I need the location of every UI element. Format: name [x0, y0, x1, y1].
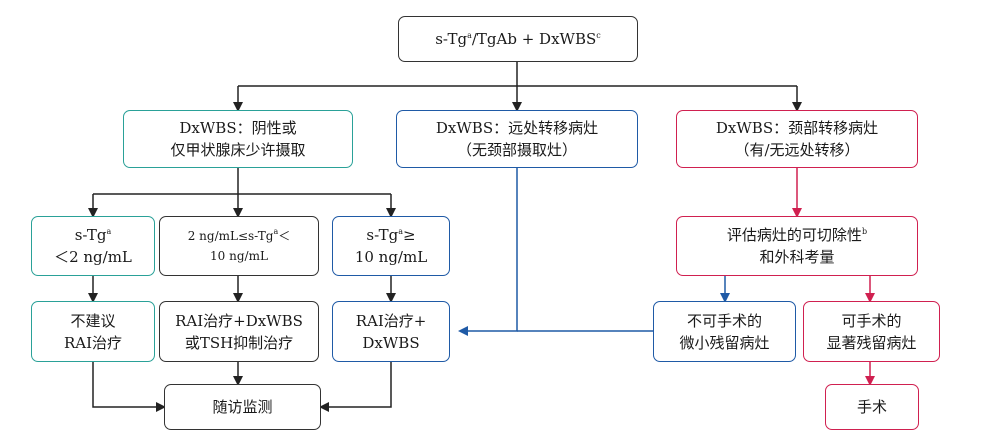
connector-distant — [458, 168, 730, 336]
node-surgery: 手术 — [825, 384, 919, 430]
node-rai-line2: DxWBS — [362, 333, 420, 352]
node-negative-line2: 仅甲状腺床少许摄取 — [170, 141, 306, 159]
node-tg-mid-line1: 2 ng/mL≤s-Tga＜ — [187, 227, 291, 244]
node-tg-mid-line2: 10 ng/mL — [210, 249, 268, 263]
node-tg-high-line2: 10 ng/mL — [354, 248, 428, 266]
node-resectable: 可手术的 显著残留病灶 — [803, 301, 940, 362]
node-assess: 评估病灶的可切除性b 和外科考量 — [676, 216, 918, 276]
node-resectable-line2: 显著残留病灶 — [826, 333, 917, 352]
node-tg-mid: 2 ng/mL≤s-Tga＜ 10 ng/mL — [159, 216, 319, 276]
node-surgery-label: 手术 — [856, 398, 887, 416]
connector-followup — [92, 362, 392, 412]
connector-top-split — [233, 62, 802, 112]
node-assess-line2: 和外科考量 — [759, 248, 835, 266]
node-rai-line1: RAI治疗+ — [355, 311, 427, 330]
node-distant-line1: DxWBS：远处转移病灶 — [435, 119, 599, 137]
node-tg-low-line2: ＜2 ng/mL — [54, 248, 132, 266]
node-resectable-line1: 可手术的 — [841, 311, 902, 330]
node-rai-or-tsh-line2: 或TSH抑制治疗 — [184, 333, 294, 352]
node-assess-line1: 评估病灶的可切除性b — [726, 226, 868, 244]
node-neck: DxWBS：颈部转移病灶 （有/无远处转移） — [676, 110, 918, 168]
node-followup-label: 随访监测 — [212, 398, 273, 416]
node-no-rai-line1: 不建议 — [70, 311, 116, 330]
node-followup: 随访监测 — [164, 384, 321, 430]
node-negative-line1: DxWBS：阴性或 — [179, 119, 297, 137]
node-unresectable-line2: 微小残留病灶 — [679, 333, 770, 352]
node-unresectable: 不可手术的 微小残留病灶 — [653, 301, 796, 362]
node-no-rai-line2: RAI治疗 — [63, 333, 123, 352]
node-rai: RAI治疗+ DxWBS — [332, 301, 450, 362]
node-tg-high: s-Tga≥ 10 ng/mL — [332, 216, 450, 276]
node-rai-or-tsh-line1: RAI治疗+DxWBS — [175, 311, 303, 330]
connector-level4 — [88, 276, 396, 303]
node-tg-low-line1: s-Tga — [74, 226, 112, 244]
node-no-rai: 不建议 RAI治疗 — [31, 301, 155, 362]
connector-neck — [792, 168, 875, 386]
node-top: s-Tga/TgAb + DxWBSc — [398, 16, 638, 62]
node-tg-low: s-Tga ＜2 ng/mL — [31, 216, 155, 276]
node-negative: DxWBS：阴性或 仅甲状腺床少许摄取 — [123, 110, 353, 168]
node-neck-line2: （有/无远处转移） — [734, 141, 860, 159]
node-distant-line2: （无颈部摄取灶） — [456, 141, 577, 159]
node-rai-or-tsh: RAI治疗+DxWBS 或TSH抑制治疗 — [159, 301, 319, 362]
node-top-text: s-Tga/TgAb + DxWBSc — [435, 30, 601, 48]
node-unresectable-line1: 不可手术的 — [686, 311, 762, 330]
node-neck-line1: DxWBS：颈部转移病灶 — [715, 119, 879, 137]
connector-negative-split — [88, 168, 396, 218]
node-distant: DxWBS：远处转移病灶 （无颈部摄取灶） — [396, 110, 638, 168]
node-tg-high-line1: s-Tga≥ — [366, 226, 416, 244]
